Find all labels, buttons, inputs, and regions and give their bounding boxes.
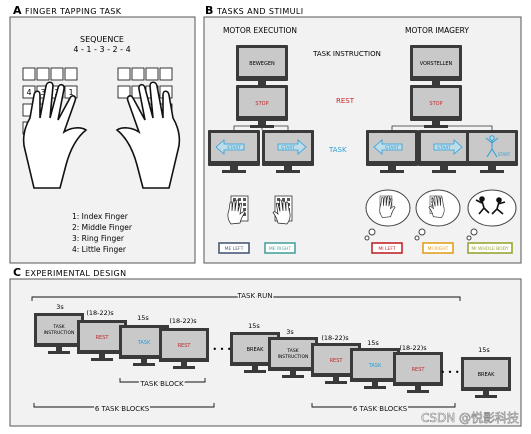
motor-execution-heading: MOTOR EXECUTION xyxy=(223,26,297,35)
watermark: CSDN @悦影科技 xyxy=(421,411,519,425)
svg-text:REST: REST xyxy=(412,367,426,373)
me-left-task-monitor: START xyxy=(208,130,260,173)
svg-text:BREAK: BREAK xyxy=(247,347,264,353)
svg-text:(18-22)s: (18-22)s xyxy=(169,317,197,325)
finger-4: 4: Little Finger xyxy=(72,245,127,254)
svg-text:START: START xyxy=(437,145,451,151)
svg-text:(18-22)s: (18-22)s xyxy=(399,344,427,352)
right-hand-icon xyxy=(115,81,181,189)
svg-text:REST: REST xyxy=(96,335,110,341)
panel-b-connectors xyxy=(233,85,493,130)
sequence-monitor-instruction-1: TASK INSTRUCTION xyxy=(34,313,84,354)
sequence-monitor-rest-1: REST xyxy=(77,320,127,361)
task-block-bracket xyxy=(119,378,206,383)
me-left-hand-icon xyxy=(227,195,249,225)
mi-left-task-monitor: START xyxy=(366,130,418,173)
svg-text:3s: 3s xyxy=(56,303,64,311)
stimulus-labels: ME LEFT ME RIGHT MI LEFT MI RIGHT MI WHO… xyxy=(218,242,513,254)
mi-right-thought-cloud xyxy=(414,189,461,241)
finger-2: 2: Middle Finger xyxy=(72,223,133,232)
mi-instruction-monitor: VORSTELLEN xyxy=(410,45,462,88)
mi-whole-body-thought-cloud xyxy=(466,189,517,241)
task-run-bracket xyxy=(31,296,461,301)
sequence-monitor-task-2: TASK xyxy=(350,348,400,389)
label-me-right: ME RIGHT xyxy=(269,246,291,252)
six-blocks-brackets xyxy=(33,403,456,408)
svg-text:STOP: STOP xyxy=(429,101,442,107)
label-mi-right: MI RIGHT xyxy=(428,246,449,252)
sequence-value: 4 - 1 - 3 - 2 - 4 xyxy=(73,45,130,54)
key-4: 4 xyxy=(26,88,31,97)
svg-text:START: START xyxy=(281,145,295,151)
label-me-left: ME LEFT xyxy=(225,246,244,252)
svg-text:15s: 15s xyxy=(137,314,149,322)
sequence-monitor-rest-4: REST xyxy=(393,352,443,393)
me-right-hand-icon xyxy=(272,195,293,225)
finger-1: 1: Index Finger xyxy=(72,212,129,221)
sequence-monitor-instruction-2: TASK INSTRUCTION xyxy=(268,337,318,378)
mi-left-thought-cloud xyxy=(364,189,411,241)
sequence-label: SEQUENCE xyxy=(80,35,124,44)
task-label: TASK xyxy=(328,146,347,154)
six-blocks-right-label: 6 TASK BLOCKS xyxy=(353,405,408,413)
svg-text:BEWEGEN: BEWEGEN xyxy=(249,61,275,67)
svg-text:START: START xyxy=(498,152,511,157)
svg-text:TASK: TASK xyxy=(368,363,382,369)
finger-legend: 1: Index Finger 2: Middle Finger 3: Ring… xyxy=(72,212,133,254)
svg-text:15s: 15s xyxy=(478,346,490,354)
svg-text:BREAK: BREAK xyxy=(478,372,495,378)
panel-b-title: TASKS AND STIMULI xyxy=(216,7,304,16)
mi-rest-monitor: STOP xyxy=(410,85,462,128)
key-1: 1 xyxy=(68,88,73,97)
label-mi-whole-body: MI WHOLE BODY xyxy=(471,246,509,252)
task-instruction-label: TASK INSTRUCTION xyxy=(312,50,381,58)
key-3: 3 xyxy=(40,88,45,97)
sequence-dots-1: • • • xyxy=(212,345,231,354)
me-instruction-monitor: BEWEGEN xyxy=(236,45,288,88)
svg-text:INSTRUCTION: INSTRUCTION xyxy=(44,330,75,336)
svg-text:TASK: TASK xyxy=(286,348,299,354)
finger-3: 3: Ring Finger xyxy=(72,234,125,243)
panel-b-letter: B xyxy=(205,4,213,17)
mi-right-task-monitor: START xyxy=(418,130,470,173)
mi-whole-body-task-monitor: START xyxy=(466,130,518,173)
label-mi-left: MI LEFT xyxy=(378,246,395,252)
task-run-label: TASK RUN xyxy=(236,292,272,300)
sequence-monitor-break-2: BREAK xyxy=(461,357,511,398)
six-blocks-left-label: 6 TASK BLOCKS xyxy=(95,405,150,413)
svg-text:START: START xyxy=(385,145,399,151)
svg-text:VORSTELLEN: VORSTELLEN xyxy=(420,61,453,67)
left-hand-icon xyxy=(22,81,88,189)
motor-imagery-heading: MOTOR IMAGERY xyxy=(405,26,469,35)
svg-text:REST: REST xyxy=(178,343,192,349)
svg-text:INSTRUCTION: INSTRUCTION xyxy=(278,354,309,360)
sequence-monitor-rest-2: REST xyxy=(159,328,209,369)
me-rest-monitor: STOP xyxy=(236,85,288,128)
me-right-task-monitor: START xyxy=(262,130,314,173)
svg-text:15s: 15s xyxy=(248,322,260,330)
svg-text:REST: REST xyxy=(330,358,344,364)
panel-c-title: EXPERIMENTAL DESIGN xyxy=(25,269,126,278)
panel-c-letter: C xyxy=(13,266,21,279)
duration-labels: 3s (18-22)s 15s (18-22)s 15s 3s (18-22)s… xyxy=(56,303,490,354)
svg-text:(18-22)s: (18-22)s xyxy=(321,334,349,342)
sequence-dots-2: • • • xyxy=(440,368,459,377)
svg-text:15s: 15s xyxy=(367,339,379,347)
svg-text:START: START xyxy=(227,145,241,151)
task-block-label: TASK BLOCK xyxy=(139,380,184,388)
svg-text:(18-22)s: (18-22)s xyxy=(86,309,114,317)
svg-text:TASK: TASK xyxy=(137,340,151,346)
panel-a-title: FINGER TAPPING TASK xyxy=(25,7,122,16)
svg-text:3s: 3s xyxy=(286,328,294,336)
rest-label: REST xyxy=(336,97,355,105)
svg-text:STOP: STOP xyxy=(255,101,268,107)
exercising-figures-icon xyxy=(475,196,506,215)
panel-a-letter: A xyxy=(13,4,22,17)
svg-text:TASK: TASK xyxy=(52,324,65,330)
